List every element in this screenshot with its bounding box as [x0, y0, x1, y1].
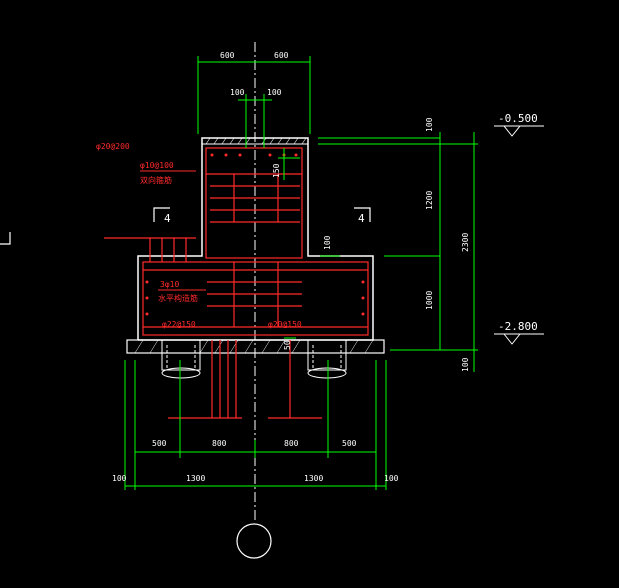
- section-mark-left: [153, 207, 170, 222]
- dim-right-1000: 1000: [425, 291, 434, 310]
- dim-bottom-800-left: 800: [212, 439, 227, 448]
- section-mark-right: [354, 207, 371, 222]
- dim-top-100-left: 100: [230, 88, 245, 97]
- cap-hatch: [205, 137, 307, 145]
- level-marker-top: [494, 125, 544, 137]
- axis-bubble: [236, 523, 272, 559]
- concrete-outline: [126, 137, 385, 354]
- dim-bottom-800-right: 800: [284, 439, 299, 448]
- blinding-hatch: [134, 339, 374, 354]
- level-marker-bottom: [494, 333, 544, 345]
- section-mark-right-label: 4: [358, 212, 365, 225]
- rebar-label-bottom-right: φ20@150: [268, 320, 302, 329]
- section-mark-left-label: 4: [164, 212, 171, 225]
- edge-mark: [0, 232, 11, 245]
- rebar-dots: [145, 153, 365, 316]
- dim-right-1200: 1200: [425, 191, 434, 210]
- dim-top-100-right: 100: [267, 88, 282, 97]
- rebar-label-side-bars: 3φ10: [160, 280, 179, 289]
- dim-right-100-bottom: 100: [461, 357, 470, 372]
- dim-bottom-1300-left: 1300: [186, 474, 205, 483]
- dim-step-100: 100: [323, 235, 332, 250]
- dim-bottom-500-right: 500: [342, 439, 357, 448]
- dim-pile-50: 50: [283, 340, 292, 350]
- dim-bottom-100-right: 100: [384, 474, 399, 483]
- dim-top-600-right: 600: [274, 51, 289, 60]
- rebar-label-top-left: φ20@200: [96, 142, 130, 151]
- bottom-dimension-lines: [124, 360, 387, 490]
- inner-dimension-lines: [278, 148, 340, 339]
- right-dimension-lines: [318, 132, 478, 372]
- dim-pedestal-150: 150: [272, 163, 281, 178]
- dim-top-600-left: 600: [220, 51, 235, 60]
- level-top-label: -0.500: [498, 112, 538, 125]
- level-bottom-label: -2.800: [498, 320, 538, 333]
- dim-right-2300: 2300: [461, 233, 470, 252]
- pile-left: [161, 339, 201, 379]
- dim-right-100-top: 100: [425, 117, 434, 132]
- top-dimension-lines: [197, 56, 311, 148]
- pile-right: [307, 339, 347, 379]
- rebar-label-stirrup-note: 双向箍筋: [140, 175, 172, 185]
- rebar-label-side-note: 水平构造筋: [158, 293, 198, 303]
- rebar-label-stirrup: φ10@100: [140, 161, 174, 170]
- dim-bottom-1300-right: 1300: [304, 474, 323, 483]
- dim-bottom-100-left: 100: [112, 474, 127, 483]
- rebar-label-bottom-left: φ22@150: [162, 320, 196, 329]
- dim-bottom-500-left: 500: [152, 439, 167, 448]
